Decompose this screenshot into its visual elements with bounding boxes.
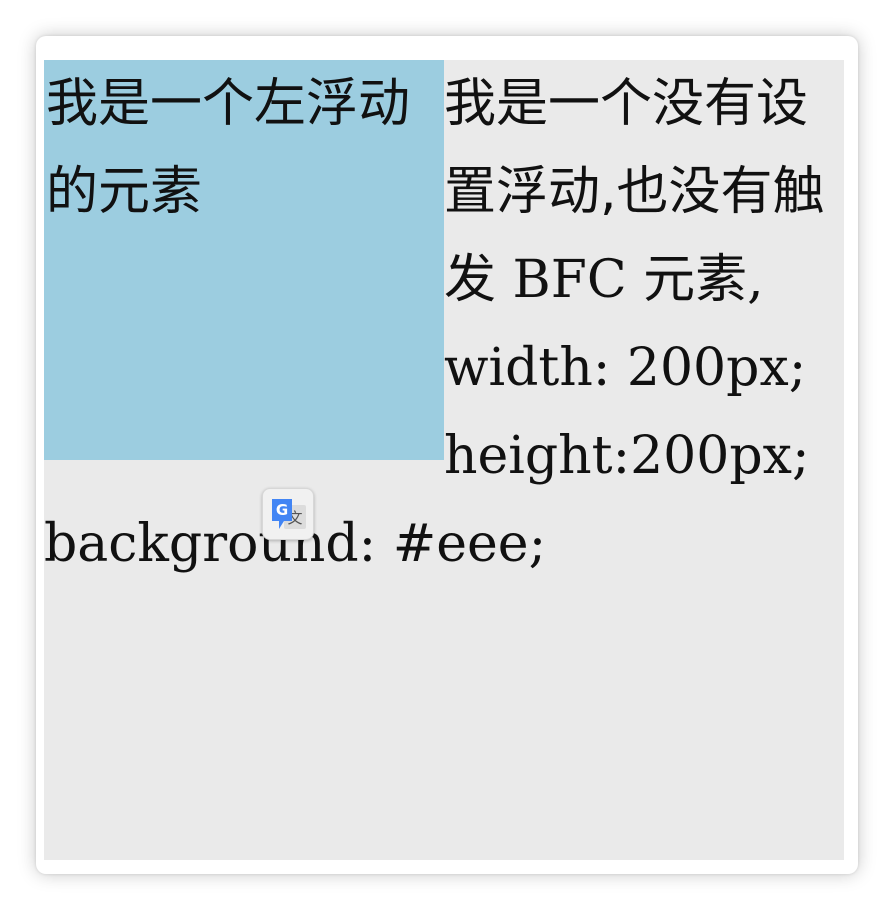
translate-icon-graphic: 文 G — [272, 499, 306, 529]
flow-text-bfc-part: BFC — [496, 250, 644, 310]
translate-icon-letter: G — [276, 501, 288, 519]
bfc-demo-container: 我是一个左浮动的元素 我是一个没有设置浮动,也没有触发 BFC 元素, widt… — [44, 60, 844, 860]
google-translate-icon[interactable]: 文 G — [262, 488, 314, 540]
left-float-element: 我是一个左浮动的元素 — [44, 60, 444, 460]
flow-text-cjk-part-2: 元素 — [643, 250, 748, 310]
non-floated-text-block: 我是一个没有设置浮动,也没有触发 BFC 元素, width: 200px; h… — [44, 60, 844, 588]
flow-text-cjk-part-1: 我是一个没有设置浮动,也没有触发 — [444, 74, 825, 310]
flow-text-css-part: , width: 200px; height:200px; background… — [44, 250, 810, 574]
browser-viewport: 我是一个左浮动的元素 我是一个没有设置浮动,也没有触发 BFC 元素, widt… — [36, 36, 858, 874]
